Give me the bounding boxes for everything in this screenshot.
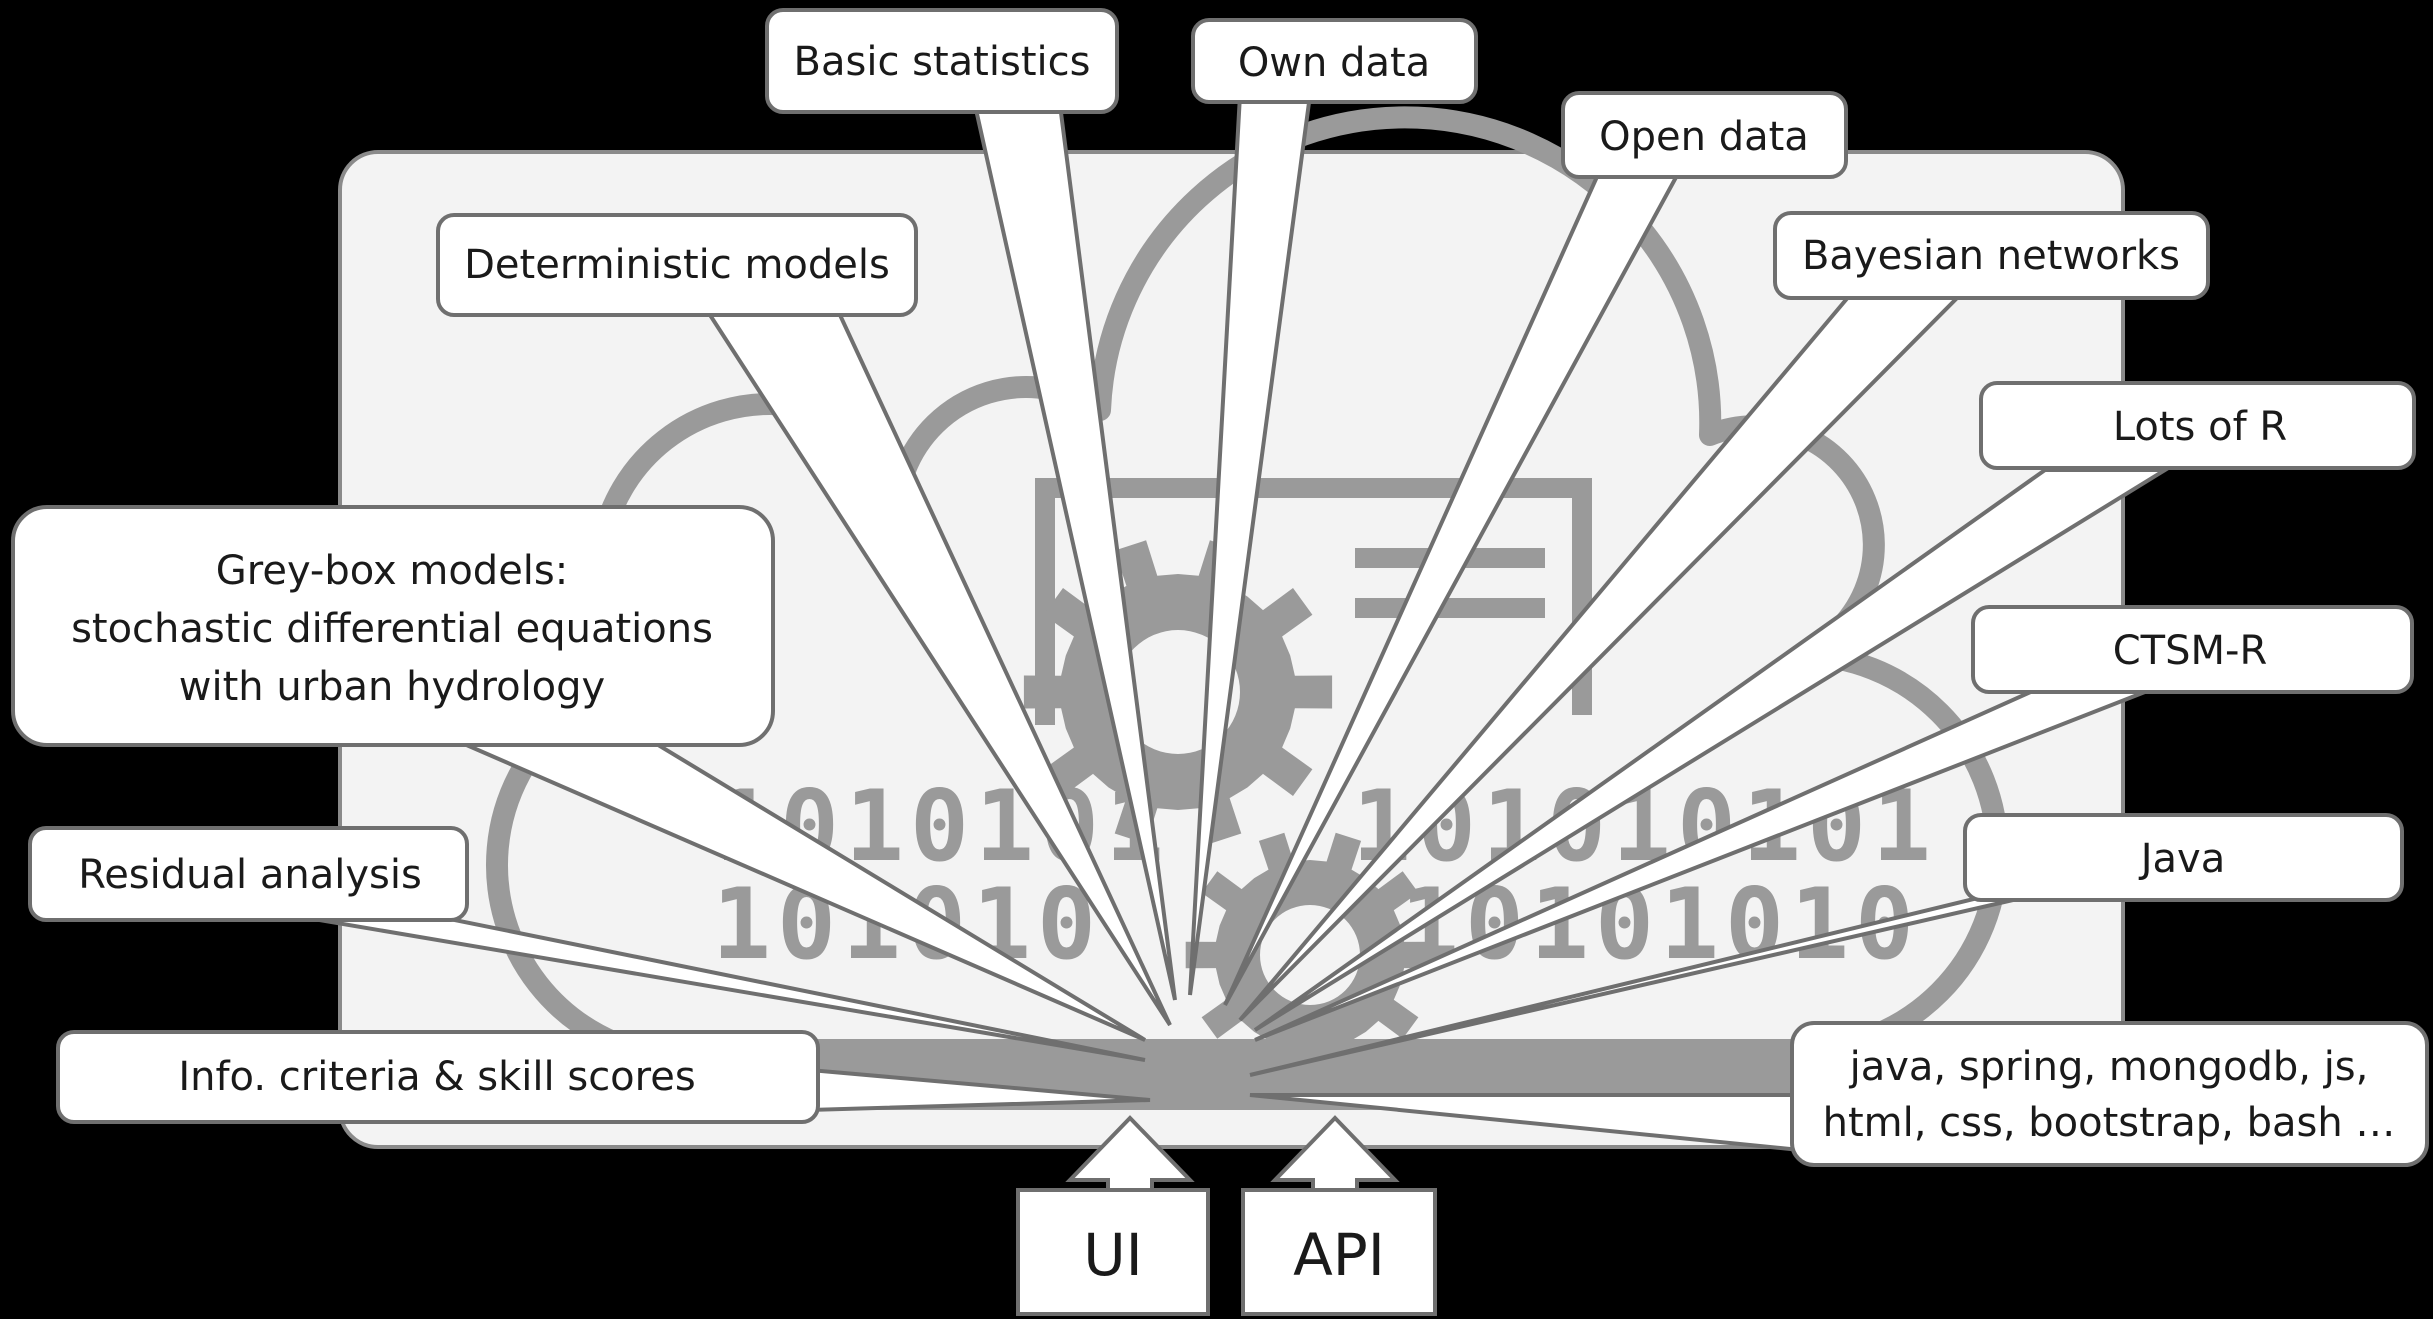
bubble-label: Residual analysis <box>78 852 422 898</box>
bubble-info-criteria: Info. criteria & skill scores <box>56 1030 820 1124</box>
bubble-basic-statistics: Basic statistics <box>765 8 1119 114</box>
bubble-label: Lots of R <box>2113 404 2287 450</box>
bubble-label: Open data <box>1599 114 1809 160</box>
bubble-label: with urban hydrology <box>179 664 605 710</box>
bubble-residual-analysis: Residual analysis <box>28 826 469 922</box>
bubble-label: html, css, bootstrap, bash … <box>1823 1100 2396 1146</box>
bubble-label: CTSM-R <box>2113 628 2268 674</box>
bubble-label: stochastic differential equations <box>71 606 713 652</box>
bubble-label: Grey-box models: <box>216 548 568 594</box>
bubble-label: java, spring, mongodb, js, <box>1849 1044 2369 1090</box>
bubble-ctsm-r: CTSM-R <box>1971 605 2414 694</box>
document-line <box>1355 598 1545 618</box>
bubble-label: Info. criteria & skill scores <box>178 1054 695 1100</box>
ui-label: UI <box>1083 1221 1143 1289</box>
bubble-label: Deterministic models <box>464 242 890 288</box>
bubble-own-data: Own data <box>1191 18 1478 104</box>
bubble-label: Own data <box>1238 40 1430 86</box>
bubble-lots-of-r: Lots of R <box>1979 381 2416 470</box>
api-label: API <box>1293 1221 1385 1289</box>
bubble-label: Basic statistics <box>794 39 1091 85</box>
bubble-java: Java <box>1963 813 2404 902</box>
bubble-bayesian-networks: Bayesian networks <box>1773 211 2210 300</box>
bubble-grey-box-models: Grey-box models: stochastic differential… <box>11 505 775 747</box>
document-icon <box>1035 478 1592 725</box>
bubble-label: Bayesian networks <box>1802 233 2180 279</box>
gear-shape <box>1185 832 1435 1078</box>
bubble-deterministic-models: Deterministic models <box>436 213 918 317</box>
bubble-open-data: Open data <box>1561 91 1848 179</box>
bubble-tech-stack: java, spring, mongodb, js, html, css, bo… <box>1790 1021 2429 1167</box>
api-box: API <box>1241 1188 1437 1316</box>
bubble-label: Java <box>2138 836 2226 882</box>
ui-box: UI <box>1016 1188 1210 1316</box>
gear-icon <box>1185 832 1435 1078</box>
